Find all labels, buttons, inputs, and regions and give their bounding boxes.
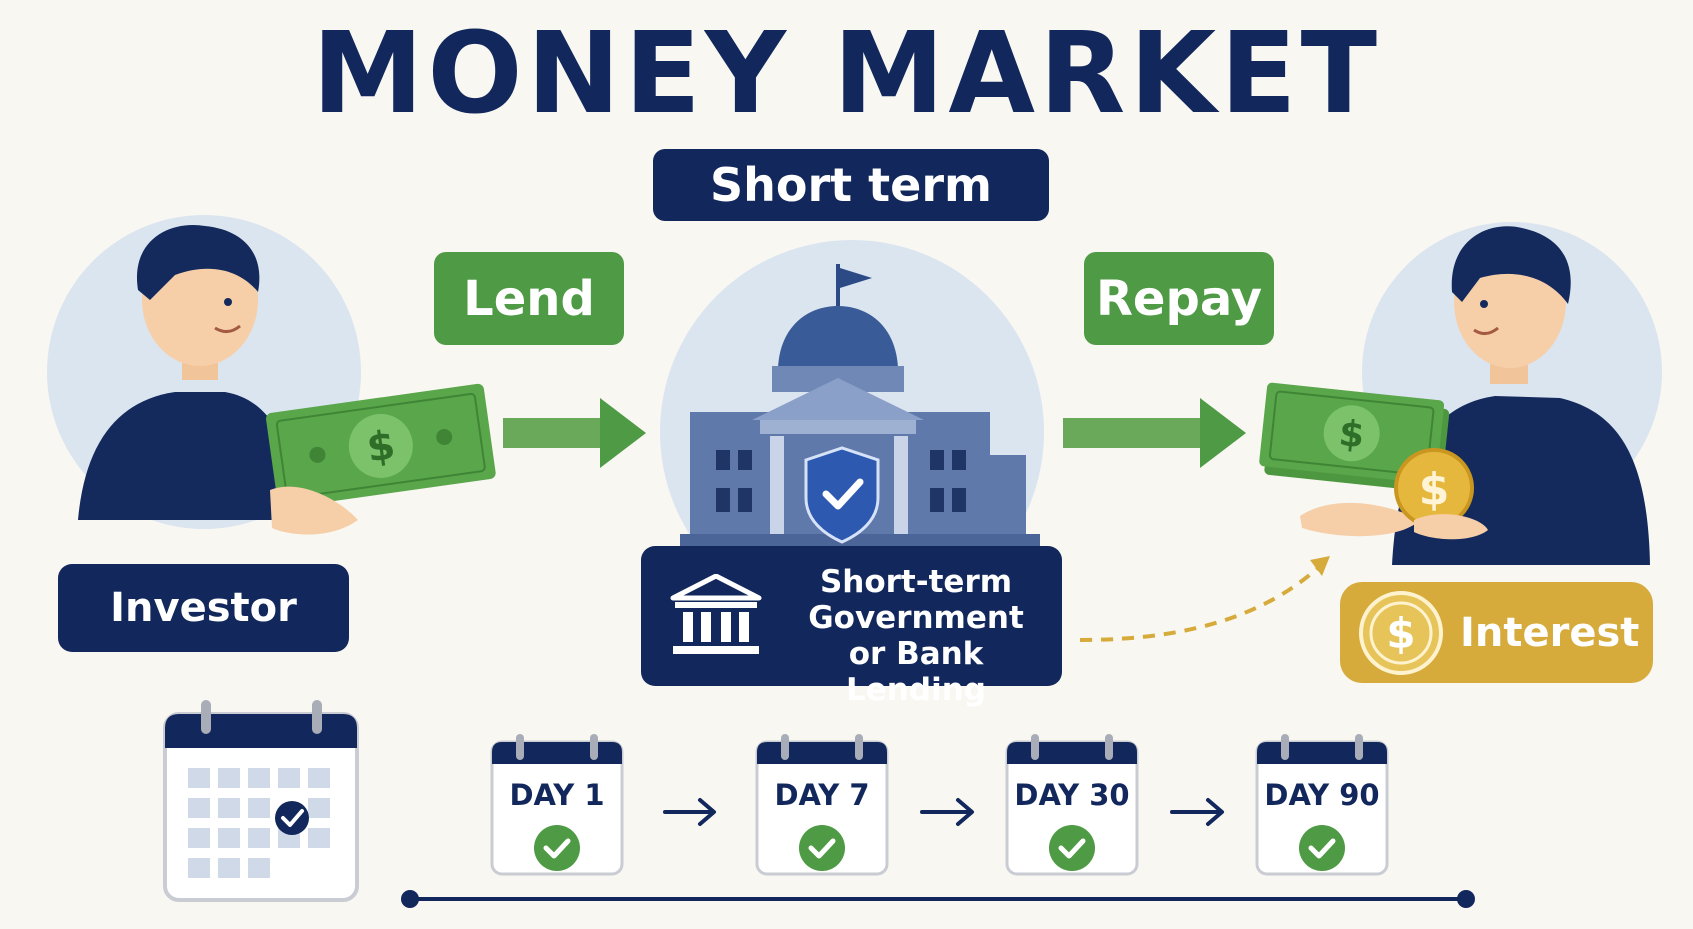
repay-arrow-icon — [1063, 398, 1246, 468]
lend-label: Lend — [434, 252, 624, 345]
check-circle-icon — [1299, 825, 1345, 871]
investor-label: Investor — [58, 564, 349, 652]
check-circle-icon — [534, 825, 580, 871]
interest-label: Interest — [1460, 609, 1640, 656]
day-calendar-icon — [755, 734, 889, 876]
timeline-line — [401, 890, 1475, 908]
svg-text:$: $ — [1419, 464, 1450, 515]
calendar-check-icon — [163, 700, 359, 902]
dollar-coin-icon: $ — [1359, 591, 1443, 675]
institution-text: Short-term Government or Bank Lending — [781, 564, 1051, 708]
day-label: DAY 90 — [1264, 778, 1380, 812]
institution-line-2: Government — [808, 600, 1024, 636]
institution-line-1: Short-term — [819, 564, 1013, 600]
timeline-step-arrow-icon — [663, 798, 1224, 826]
investor-illustration-icon: $ — [47, 215, 496, 535]
institution-box: Short-term Government or Bank Lending — [641, 546, 1062, 708]
interest-flow-arrow-icon — [1079, 556, 1330, 642]
svg-text:$: $ — [364, 422, 398, 471]
government-building-icon — [660, 240, 1044, 624]
short-term-badge: Short term — [653, 149, 1049, 221]
repay-label: Repay — [1084, 252, 1274, 345]
page-title: MONEY MARKET — [311, 9, 1382, 139]
bank-columns-icon — [670, 574, 762, 654]
day-card-3: DAY 30 — [1005, 734, 1139, 878]
day-calendar-icon — [1005, 734, 1139, 876]
svg-text:$: $ — [1386, 609, 1415, 658]
day-label: DAY 30 — [1014, 778, 1130, 812]
day-card-2: DAY 7 — [755, 734, 889, 878]
institution-line-3: or Bank Lending — [846, 636, 986, 708]
person-receiving-cash-icon: $ $ — [1259, 222, 1662, 565]
day-calendar-icon — [490, 734, 624, 876]
day-label: DAY 1 — [509, 778, 605, 812]
check-circle-icon — [1049, 825, 1095, 871]
interest-badge: $ Interest — [1340, 582, 1653, 683]
day-card-1: DAY 1 — [490, 734, 624, 878]
day-card-4: DAY 90 — [1255, 734, 1389, 878]
day-calendar-icon — [1255, 734, 1389, 876]
day-label: DAY 7 — [774, 778, 870, 812]
lend-arrow-icon — [503, 398, 646, 468]
check-circle-icon — [799, 825, 845, 871]
svg-text:$: $ — [1337, 413, 1366, 456]
